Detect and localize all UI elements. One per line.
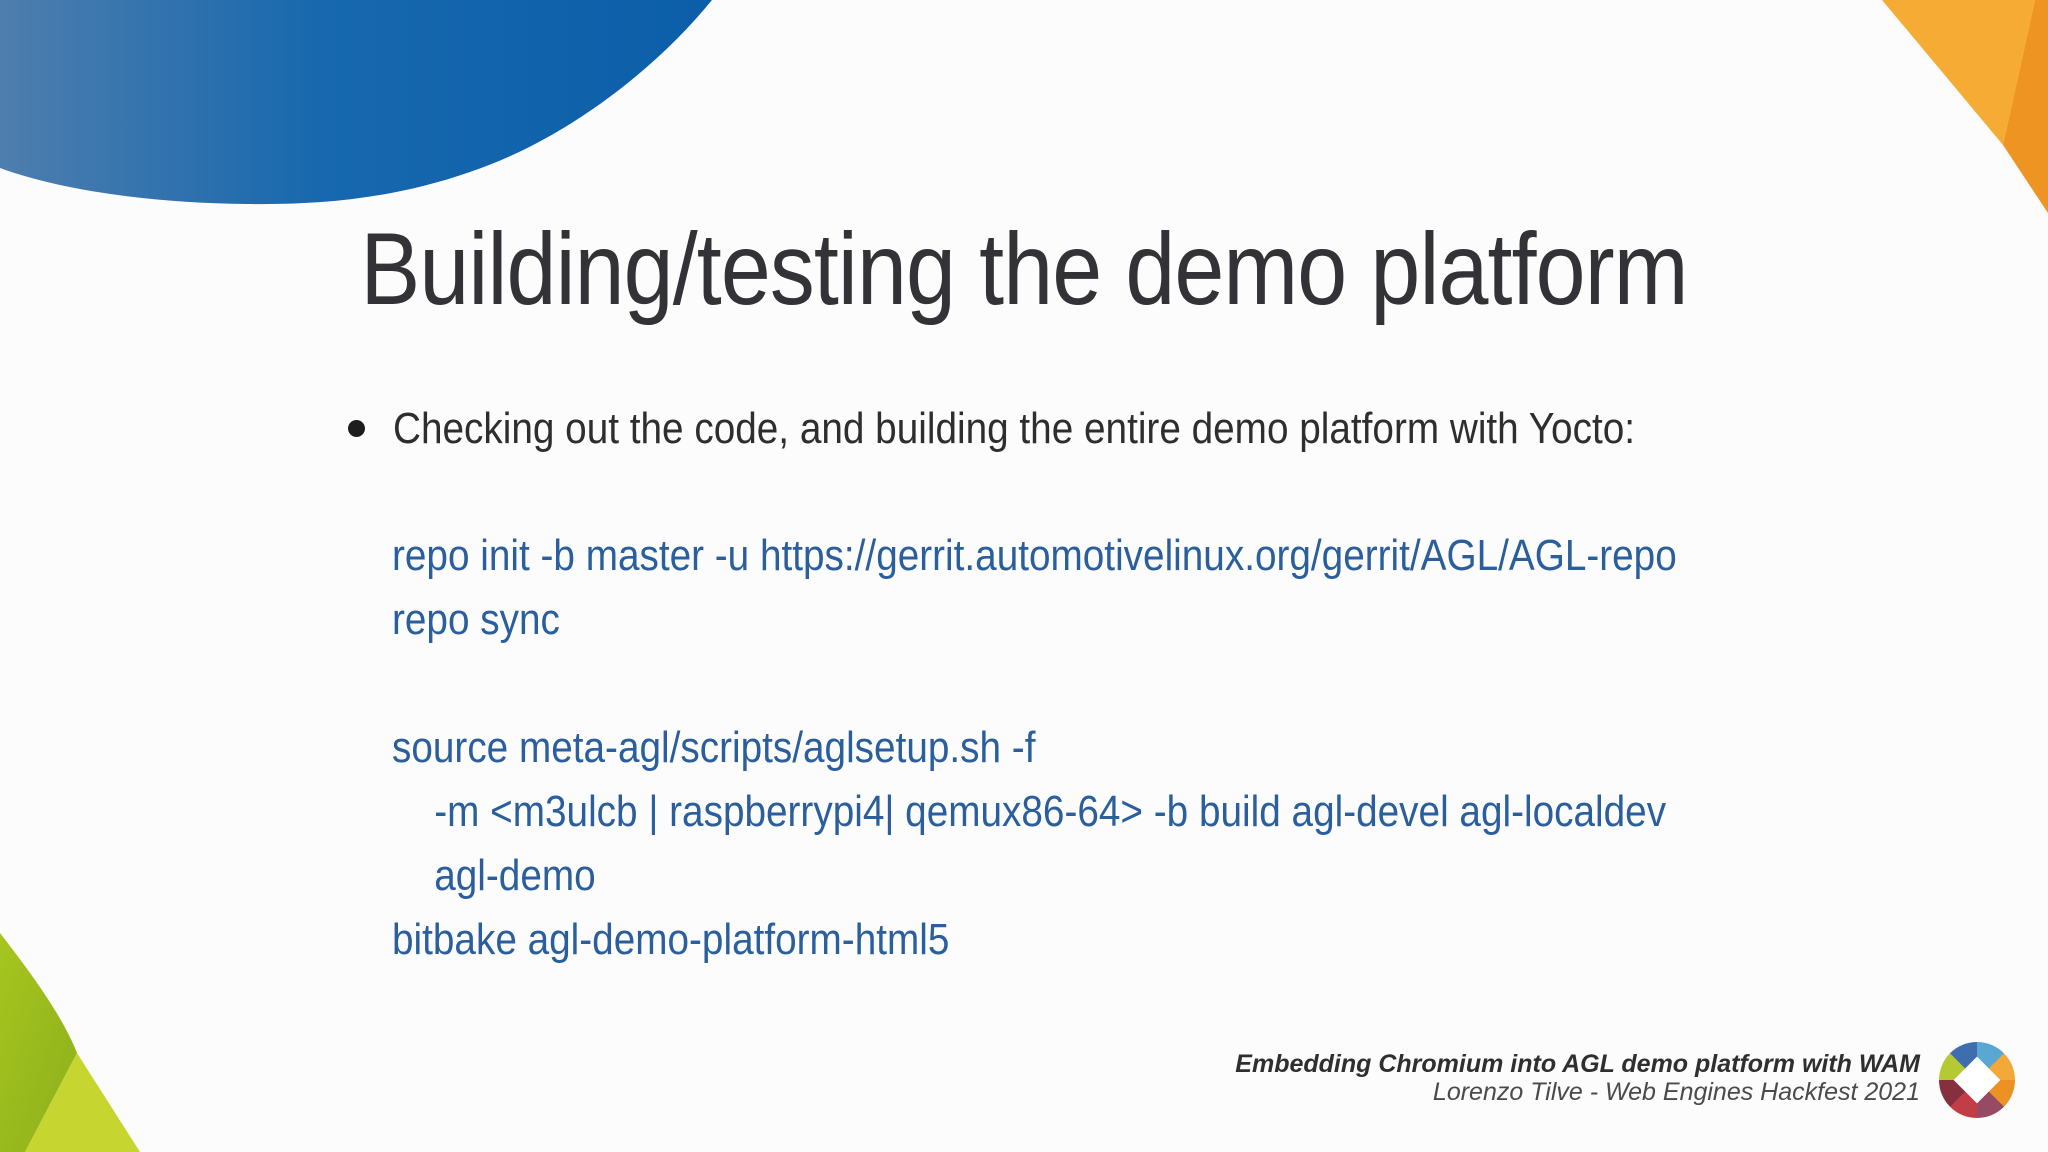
code-line: repo init -b master -u https://gerrit.au…: [392, 531, 1677, 580]
bullet-item: Checking out the code, and building the …: [348, 403, 1804, 455]
igalia-logo: [1939, 1042, 2015, 1118]
code-line-blank: [392, 652, 1677, 716]
code-line: source meta-agl/scripts/aglsetup.sh -f: [392, 723, 1036, 772]
bullet-icon: [348, 420, 365, 437]
presentation-subtitle: Lorenzo Tilve - Web Engines Hackfest 202…: [1432, 1078, 1920, 1106]
code-line: bitbake agl-demo-platform-html5: [392, 915, 950, 964]
top-left-swoosh-decoration: [0, 0, 712, 205]
top-right-corner-decoration: [1882, 0, 2048, 213]
code-block: repo init -b master -u https://gerrit.au…: [392, 524, 1677, 972]
bottom-left-corner-decoration: [0, 933, 140, 1152]
code-line: agl-demo: [434, 851, 596, 900]
bullet-text: Checking out the code, and building the …: [393, 404, 1635, 453]
presentation-title: Embedding Chromium into AGL demo platfor…: [1235, 1050, 1920, 1078]
slide-title: Building/testing the demo platform: [360, 212, 1688, 326]
logo-diamond: [1953, 1056, 2001, 1104]
code-line: -m <m3ulcb | raspberrypi4| qemux86-64> -…: [434, 787, 1667, 836]
footer: Embedding Chromium into AGL demo platfor…: [1235, 1050, 1920, 1106]
code-line: repo sync: [392, 595, 560, 644]
